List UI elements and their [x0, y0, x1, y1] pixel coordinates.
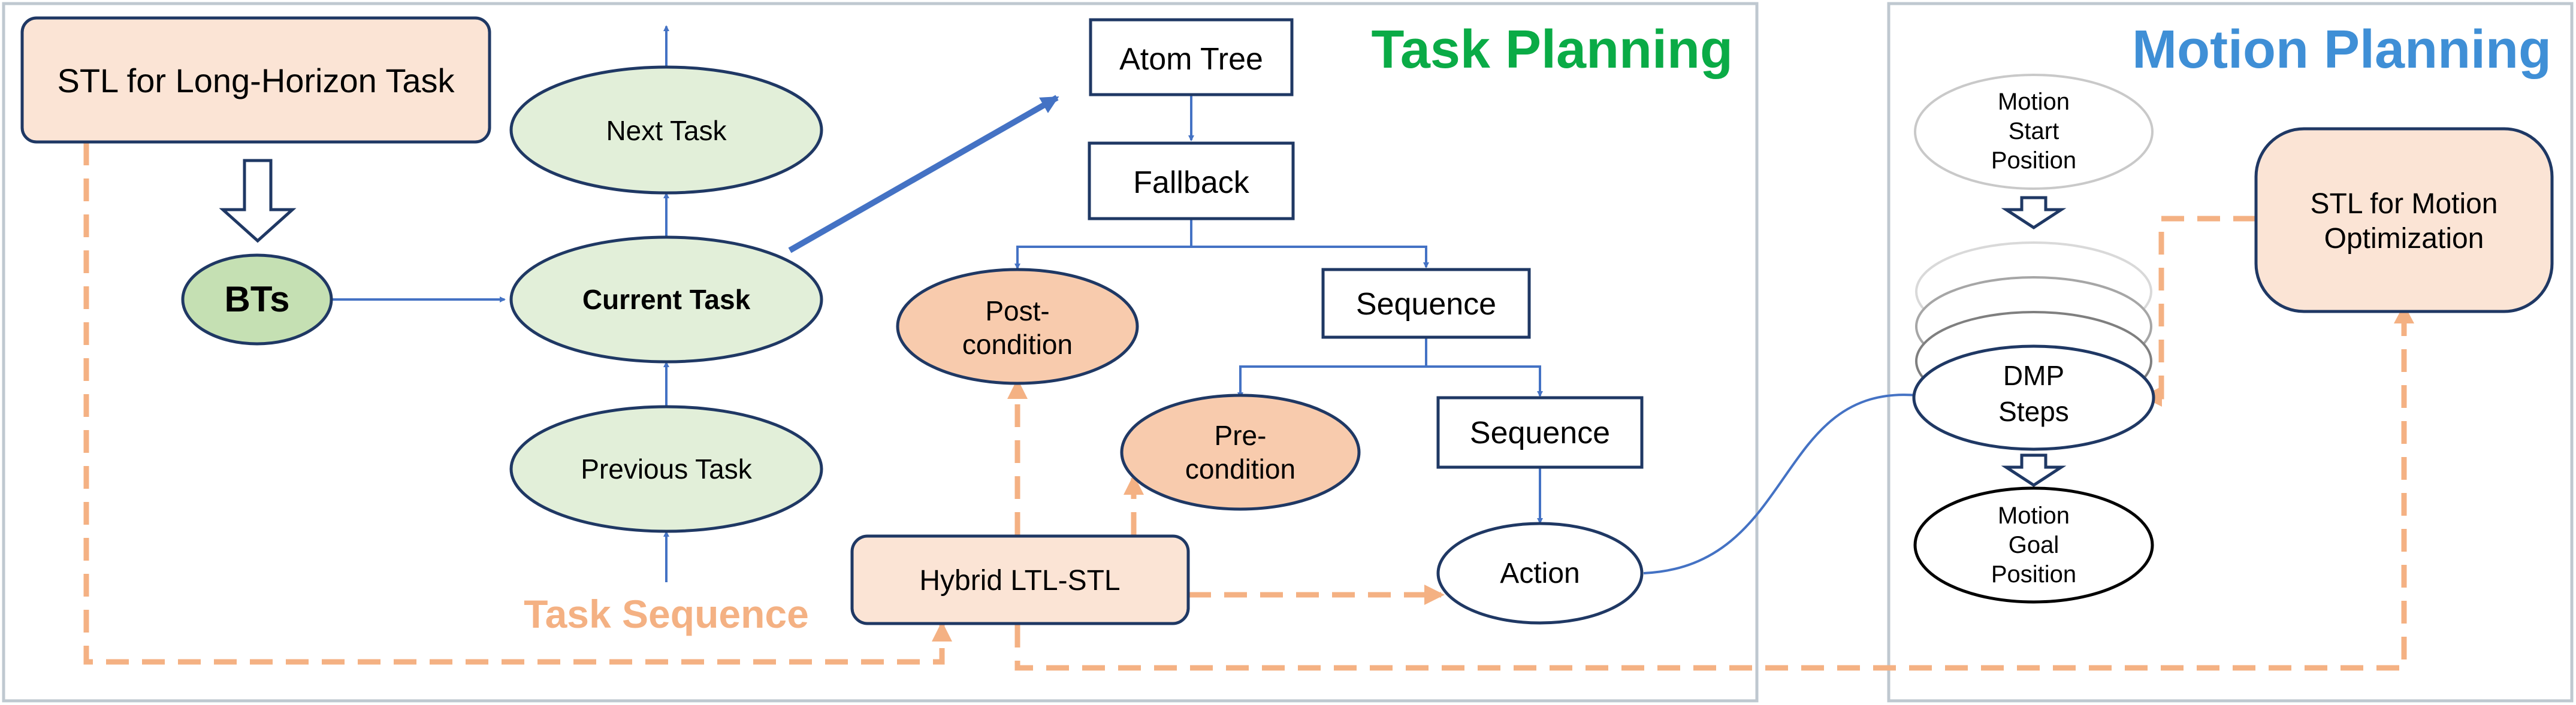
post-condition-line1: Post-	[985, 295, 1049, 326]
atom-tree-label: Atom Tree	[1119, 42, 1263, 77]
pre-condition-line2: condition	[1185, 453, 1295, 485]
action-label: Action	[1500, 558, 1580, 589]
node-stl-long-horizon: STL for Long-Horizon Task	[20, 16, 491, 144]
pre-condition-line1: Pre-	[1215, 420, 1267, 451]
motion-start-line2: Start	[2009, 118, 2059, 144]
task-planning-title: Task Planning	[1372, 20, 1733, 80]
dashed-arrowhead-stl-motion	[2394, 304, 2414, 323]
node-stl-motion-optimization: STL for Motion Optimization	[2254, 127, 2554, 313]
fallback-label: Fallback	[1133, 165, 1250, 200]
node-pre-condition: Pre- condition	[1120, 394, 1361, 511]
sequence-2-label: Sequence	[1470, 416, 1610, 450]
dmp-stack: DMP Steps	[1912, 241, 2155, 451]
motion-goal-line1: Motion	[1998, 503, 2070, 529]
next-task-label: Next Task	[606, 115, 727, 146]
node-dmp-steps	[1912, 344, 2155, 451]
dmp-steps-line1: DMP	[2003, 360, 2064, 391]
node-post-condition: Post- condition	[896, 268, 1139, 385]
node-action: Action	[1436, 522, 1644, 625]
node-previous-task: Previous Task	[509, 405, 823, 533]
node-sequence-2: Sequence	[1436, 396, 1644, 469]
arrow-sequence1-to-pre	[1237, 337, 1427, 398]
motion-planning-title: Motion Planning	[2132, 20, 2551, 80]
node-motion-start: Motion Start Position	[1914, 74, 2154, 190]
hybrid-ltl-stl-label: Hybrid LTL-STL	[919, 565, 1120, 597]
arrow-fallback-to-post	[1014, 219, 1192, 270]
arrow-fallback-to-sequence1	[1191, 246, 1429, 268]
hollow-arrow-stl-to-bts	[219, 159, 297, 243]
arrow-current-to-atomtree	[788, 95, 1059, 253]
node-bts: BTs	[181, 253, 333, 346]
dashed-hybrid-to-stl-motion	[1014, 313, 2407, 671]
node-current-task: Current Task	[509, 235, 823, 364]
dashed-stl-motion-to-dmp	[2142, 216, 2256, 407]
motion-start-line3: Position	[1991, 147, 2076, 174]
stl-long-horizon-label: STL for Long-Horizon Task	[58, 62, 455, 99]
previous-task-label: Previous Task	[581, 453, 753, 485]
hollow-arrow-dmp-to-goal	[2001, 453, 2067, 487]
task-sequence-label: Task Sequence	[524, 592, 809, 636]
node-fallback: Fallback	[1088, 141, 1295, 220]
motion-goal-line2: Goal	[2009, 532, 2059, 558]
arrow-sequence1-to-sequence2	[1426, 365, 1543, 397]
hollow-arrow-start-to-dmp	[2001, 196, 2067, 229]
motion-planning-panel	[1887, 2, 2574, 703]
task-planning-panel	[2, 2, 1759, 703]
arrow-action-to-dmp	[1643, 392, 1919, 574]
motion-start-line1: Motion	[1998, 89, 2070, 115]
stl-motion-line2: Optimization	[2324, 223, 2484, 255]
node-hybrid-ltl-stl: Hybrid LTL-STL	[850, 534, 1190, 625]
node-atom-tree: Atom Tree	[1089, 18, 1294, 96]
post-condition-line2: condition	[962, 329, 1073, 360]
bts-label: BTs	[225, 279, 290, 319]
stl-motion-line1: STL for Motion	[2310, 188, 2498, 220]
dashed-stl-to-hybrid	[83, 143, 952, 665]
motion-goal-line3: Position	[1991, 561, 2076, 588]
sequence-1-label: Sequence	[1356, 287, 1496, 322]
dmp-steps-line2: Steps	[1998, 396, 2069, 427]
current-task-label: Current Task	[582, 284, 751, 315]
node-motion-goal: Motion Goal Position	[1913, 486, 2154, 604]
node-sequence-1: Sequence	[1321, 268, 1531, 339]
node-next-task: Next Task	[509, 65, 823, 195]
